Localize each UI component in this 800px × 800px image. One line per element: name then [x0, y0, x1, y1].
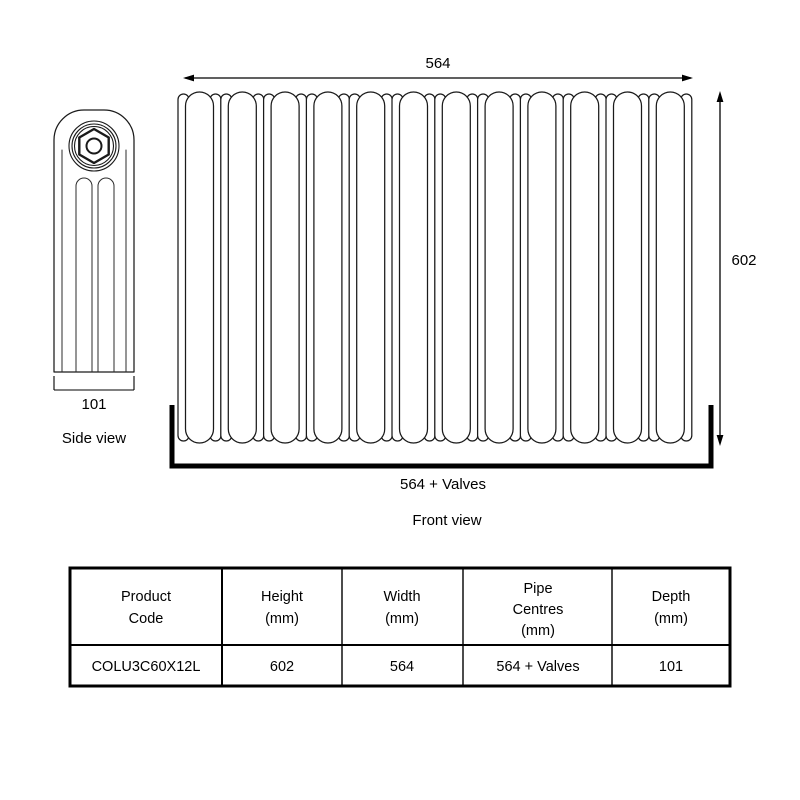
table-header-row: Product Code Height (mm) Width (mm) Pipe… — [121, 581, 690, 639]
radiator-front-column — [184, 91, 215, 444]
side-view-depth-dimension: 101 — [53, 376, 135, 413]
height-dimension-value: 602 — [731, 252, 756, 269]
side-view-group: 101 Side view — [53, 109, 135, 447]
header-height-line1: Height — [261, 589, 303, 605]
radiator-section — [519, 91, 565, 444]
pipe-centres-dimension-value: 564 + Valves — [400, 476, 486, 493]
radiator-section — [648, 91, 693, 444]
depth-dimension-value: 101 — [81, 396, 106, 413]
cell-width: 564 — [390, 659, 414, 675]
cell-height: 602 — [270, 659, 294, 675]
radiator-front-column — [356, 91, 386, 444]
front-view-group: 564 602 564 + Valves Front view — [169, 55, 757, 529]
radiator-front-column — [227, 91, 257, 444]
table-outer-border — [68, 566, 732, 688]
header-depth-line1: Depth — [652, 589, 691, 605]
radiator-front-column — [612, 91, 643, 444]
radiator-section — [262, 91, 308, 444]
front-view-pipe-centres-dimension: 564 + Valves — [169, 405, 714, 493]
radiator-section — [562, 91, 607, 444]
height-arrow-top — [716, 91, 724, 102]
radiator-front-column — [655, 91, 685, 444]
front-view-width-dimension: 564 — [183, 55, 693, 82]
header-pipe-centres-line3: (mm) — [521, 623, 555, 639]
front-view-label: Front view — [412, 512, 481, 529]
radiator-front-column — [313, 91, 343, 444]
front-view-height-dimension: 602 — [716, 91, 757, 446]
radiator-front-column — [270, 91, 300, 444]
header-width-line1: Width — [383, 589, 420, 605]
radiator-section — [348, 91, 393, 444]
spec-table: Product Code Height (mm) Width (mm) Pipe… — [68, 566, 732, 688]
radiator-section — [391, 91, 436, 444]
radiator-front-column — [570, 91, 600, 444]
radiator-front-column — [398, 91, 429, 444]
header-product-code-line1: Product — [121, 589, 171, 605]
width-dimension-value: 564 — [425, 55, 450, 72]
width-arrow-left — [183, 74, 194, 82]
radiator-front-column — [527, 91, 557, 444]
header-product-code-line2: Code — [129, 611, 164, 627]
radiator-sections — [177, 91, 693, 444]
table-row: COLU3C60X12L 602 564 564 + Valves 101 — [92, 659, 684, 675]
header-width-line2: (mm) — [385, 611, 419, 627]
radiator-front-column — [484, 91, 514, 444]
header-pipe-centres-line2: Centres — [513, 602, 564, 618]
radiator-section — [177, 91, 222, 444]
side-view-channel-2 — [97, 177, 115, 373]
radiator-section — [305, 91, 351, 444]
radiator-section — [605, 91, 650, 444]
radiator-section — [220, 91, 265, 444]
cell-pipe-centres: 564 + Valves — [496, 659, 579, 675]
header-depth-line2: (mm) — [654, 611, 688, 627]
radiator-section — [434, 91, 479, 444]
radiator-section — [476, 91, 522, 444]
header-pipe-centres-line1: Pipe — [523, 581, 552, 597]
side-view-label: Side view — [62, 430, 126, 447]
width-arrow-right — [682, 74, 693, 82]
side-view-channel-1 — [75, 177, 93, 373]
hex-nut-icon — [68, 120, 120, 172]
cell-depth: 101 — [659, 659, 683, 675]
header-height-line2: (mm) — [265, 611, 299, 627]
height-arrow-bottom — [716, 435, 724, 446]
cell-product-code: COLU3C60X12L — [92, 659, 201, 675]
radiator-front-column — [441, 91, 471, 444]
